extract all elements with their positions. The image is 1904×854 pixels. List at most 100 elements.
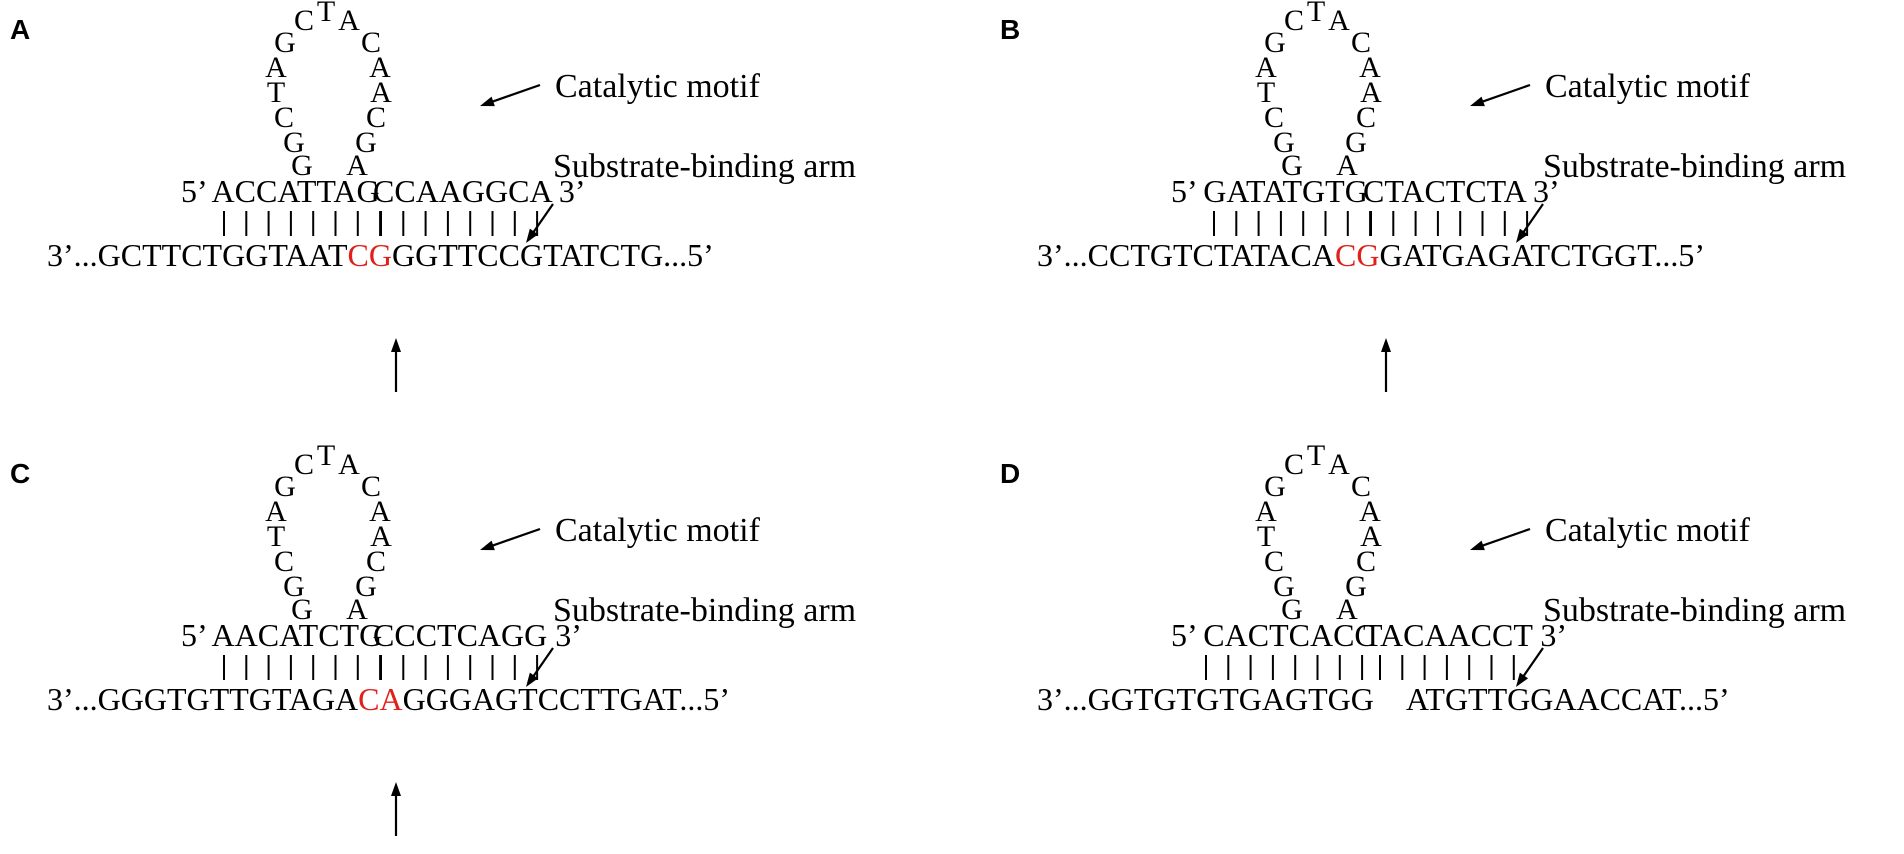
loop-base: A [369,51,391,84]
loop-base: C [274,545,294,578]
loop-base: G [1264,470,1286,503]
target-right: GGTTCCGTATCTG...5’ [392,237,714,273]
substrate-binding-arm-arrow [526,203,554,243]
catalytic-motif-arrow [480,527,541,551]
loop-base: A [1255,495,1277,528]
cleavage-site-base-1: C [348,237,369,273]
enzyme-left-arm: 5’ AACATCTG [181,617,382,653]
loop-base: C [1264,545,1284,578]
catalytic-motif-label: Catalytic motif [555,512,761,549]
loop-base: G [283,570,305,603]
substrate-binding-arm-label: Substrate-binding arm [553,148,856,185]
loop-base: A [346,149,368,182]
target-left: 3’...GGGTGTTGTAGA [47,681,358,717]
loop-base: A [1255,51,1277,84]
loop-base: T [317,439,335,472]
loop-base: T [1307,0,1325,28]
target-strand: 3’...CCTGTCTATACACGGATGAGATCTGGT...5’ [1037,237,1705,273]
enzyme-right-arm: CTACTCTA 3’ [1363,173,1560,209]
loop-base: A [1360,76,1382,109]
target-right: GATGAGATCTGGT...5’ [1379,237,1705,273]
cleavage-site-base-1: C [358,681,379,717]
loop-base: G [274,470,296,503]
loop-base: A [1328,4,1350,37]
loop-base: C [294,4,314,37]
target-left: 3’...CCTGTCTATACA [1037,237,1335,273]
loop-base: G [291,149,313,182]
loop-base: G [274,26,296,59]
loop-base: G [1345,126,1367,159]
loop-base: C [294,448,314,481]
loop-base: A [370,520,392,553]
enzyme-left-arm: 5’ CACTCACC [1171,617,1376,653]
loop-base: C [1284,4,1304,37]
substrate-binding-arm-arrow [1516,203,1544,243]
base-pair-bars [223,655,539,680]
target-right: GGGAGTCCTTGAT...5’ [403,681,730,717]
loop-base: T [267,76,285,109]
loop-base: A [265,51,287,84]
loop-base: A [1360,520,1382,553]
enzyme-right-arm: TACAACCT 3’ [1363,617,1567,653]
cleavage-site-arrow [391,338,401,392]
loop-base: T [1257,520,1275,553]
catalytic-motif-label: Catalytic motif [1545,512,1751,549]
loop-base: T [1307,439,1325,472]
loop-base: C [1351,470,1371,503]
loop-base: T [1257,76,1275,109]
loop-base: A [346,593,368,626]
loop-base: G [355,126,377,159]
panel-label: D [1000,458,1020,489]
enzyme-right-arm: CCCTCAGG 3’ [373,617,582,653]
loop-base: A [1336,593,1358,626]
loop-base: C [1356,101,1376,134]
loop-base: G [1273,126,1295,159]
loop-base: A [338,448,360,481]
loop-base: T [267,520,285,553]
cleavage-site-base-2: G [369,237,392,273]
target-right: ATGTTGGAACCAT...5’ [1374,681,1730,717]
catalytic-motif-arrow [480,83,541,107]
target-left: 3’...GCTTCTGGTAAT [47,237,348,273]
loop-base: G [1281,593,1303,626]
substrate-binding-arm-label: Substrate-binding arm [1543,592,1846,629]
catalytic-motif-label: Catalytic motif [1545,68,1751,105]
cleavage-site-base-2: A [380,681,403,717]
loop-base: C [361,26,381,59]
cleavage-site-base-2: G [1356,237,1379,273]
substrate-binding-arm-arrow [526,647,554,687]
catalytic-motif-arrow [1470,83,1531,107]
loop-base: G [291,593,313,626]
enzyme-left-arm: 5’ GATATGTG [1171,173,1368,209]
loop-base: A [1336,149,1358,182]
enzyme-left-arm: 5’ ACCATTAG [181,173,380,209]
loop-base: A [369,495,391,528]
loop-base: C [361,470,381,503]
loop-base: C [1351,26,1371,59]
panel-label: A [10,14,30,45]
loop-base: C [1264,101,1284,134]
enzyme-right-arm: CCAAGGCA 3’ [373,173,585,209]
loop-base: C [366,101,386,134]
base-pair-bars [1213,211,1529,236]
cleavage-site-base-1: C [1335,237,1356,273]
base-pair-bars [1205,655,1515,680]
target-strand: 3’...GGTGTGTGAGTGG ATGTTGGAACCAT...5’ [1037,681,1730,717]
loop-base: G [1345,570,1367,603]
panel-label: B [1000,14,1020,45]
substrate-binding-arm-label: Substrate-binding arm [553,592,856,629]
loop-base: A [1328,448,1350,481]
loop-base: A [265,495,287,528]
loop-base: C [1284,448,1304,481]
target-strand: 3’...GGGTGTTGTAGACAGGGAGTCCTTGAT...5’ [47,681,730,717]
cleavage-site-arrow [391,782,401,836]
base-pair-bars [223,211,539,236]
